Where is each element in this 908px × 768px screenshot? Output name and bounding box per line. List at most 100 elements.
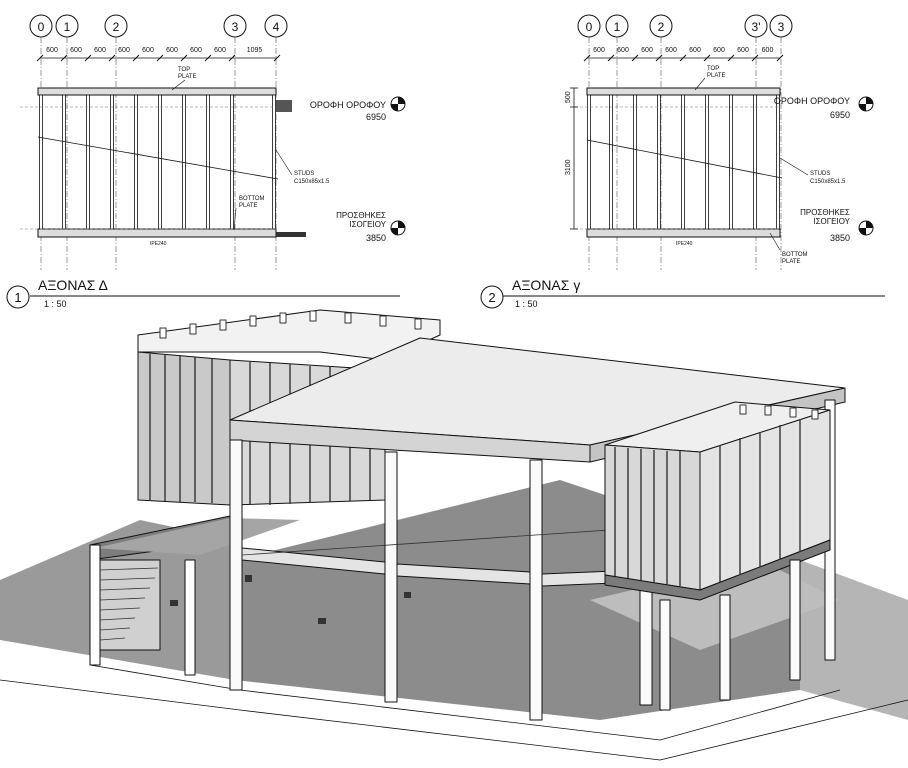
beam-label: IPE240: [150, 241, 167, 247]
stud: [158, 94, 162, 230]
bottom-plate-label: BOTTOM: [239, 196, 265, 202]
dimension-tick: [631, 54, 639, 62]
stud: [633, 94, 637, 230]
stud: [705, 94, 709, 230]
ground-level-line2: ΙΣΟΓΕΙΟΥ: [349, 220, 386, 229]
dimension-value: 600: [641, 47, 653, 54]
dimension-tick: [727, 54, 735, 62]
bottom-plate-label: BOTTOM: [782, 252, 808, 258]
stud: [657, 94, 661, 230]
ground-level-line1: ΠΡΟΣΘΗΚΕΣ: [336, 211, 386, 220]
axis-label: 3: [232, 20, 239, 34]
dimension-value: 600: [214, 47, 226, 54]
dimension-tick: [703, 54, 711, 62]
axis-label: 0: [38, 20, 45, 34]
dimension-value: 600: [665, 47, 677, 54]
stud: [753, 94, 757, 230]
dimension-value: 600: [689, 47, 701, 54]
dimension-value: 600: [713, 47, 725, 54]
dimension-tick: [156, 54, 164, 62]
stud: [609, 94, 613, 230]
axis-label: 0: [586, 20, 593, 34]
view-scale: 1 : 50: [515, 299, 538, 309]
stud: [134, 94, 138, 230]
bottom-plate-label-2: PLATE: [782, 259, 801, 265]
dimension-value: 600: [190, 47, 202, 54]
top-plate-label: TOP: [178, 67, 190, 73]
level-marker-ground: [390, 220, 406, 236]
right-room-studs: [614, 419, 801, 586]
dimension-tick: [751, 54, 759, 62]
roof-level-value: 6950: [830, 110, 850, 120]
dimension-value: 600: [118, 47, 130, 54]
axis-grid-bubbles: 0 1 2 3 4: [29, 14, 288, 270]
roof-level-name: ΟΡΟΦΗ ΟΡΟΦΟΥ: [774, 96, 850, 106]
dimension-value: 600: [94, 47, 106, 54]
axis-label: 3: [778, 20, 785, 34]
studs-label: STUDS: [810, 171, 830, 177]
dimension-value: 600: [142, 47, 154, 54]
dimension-tick: [583, 54, 591, 62]
dimension-tick: [679, 54, 687, 62]
dimension-string: 600 600 600 600 600 600 600 600: [583, 47, 784, 62]
view-title: ΑΞΟΝΑΣ Δ: [38, 277, 108, 293]
top-plate-label-2: PLATE: [178, 74, 197, 80]
dimension-value: 600: [737, 47, 749, 54]
dimension-tick: [108, 54, 116, 62]
wall-studs: [39, 94, 276, 230]
dimension-tick: [180, 54, 188, 62]
axis-label: 4: [273, 20, 280, 34]
studs-spec: C150x85x1.5: [810, 179, 846, 185]
stud: [776, 94, 780, 230]
connection-brackets: [170, 575, 411, 624]
axis-label: 3': [752, 20, 761, 34]
studs-label: STUDS: [294, 171, 314, 177]
dimension-tick: [655, 54, 663, 62]
dimension-tick: [228, 54, 236, 62]
view-scale: 1 : 50: [44, 299, 67, 309]
top-plate-label-2: PLATE: [707, 73, 726, 79]
view-number: 2: [488, 290, 495, 305]
ground-level-line1: ΠΡΟΣΘΗΚΕΣ: [800, 208, 850, 217]
dimension-tick: [607, 54, 615, 62]
dimension-value: 600: [762, 47, 774, 54]
dimension-value: 600: [46, 47, 58, 54]
bottom-plate-label-2: PLATE: [239, 203, 258, 209]
stud: [729, 94, 733, 230]
level-marker-ground: [858, 220, 874, 236]
stud: [587, 94, 591, 230]
dimension-value: 600: [593, 47, 605, 54]
dimension-value: 600: [617, 47, 629, 54]
dim-vertical-main: 3100: [565, 159, 572, 175]
dimension-tick: [273, 54, 281, 62]
dimension-tick: [84, 54, 92, 62]
stud: [206, 94, 210, 230]
axis-label: 2: [658, 20, 665, 34]
stud: [230, 94, 234, 230]
left-room-roof-joists: [159, 310, 422, 339]
stud: [110, 94, 114, 230]
stud: [272, 94, 276, 230]
dimension-value: 600: [70, 47, 82, 54]
axis-label: 1: [64, 20, 71, 34]
stair-treads: [99, 567, 159, 641]
dim-vertical-top: 500: [565, 91, 572, 103]
ground-level-value: 3850: [830, 233, 850, 243]
stud: [39, 94, 43, 230]
roof-level-name: ΟΡΟΦΗ ΟΡΟΦΟΥ: [310, 100, 386, 110]
beam-label: IPE240: [676, 241, 693, 247]
dimension-tick: [60, 54, 68, 62]
axis-label: 2: [113, 20, 120, 34]
top-plate-label: TOP: [707, 66, 719, 72]
level-marker-roof: [390, 96, 406, 112]
dimension-tick: [132, 54, 140, 62]
stud: [86, 94, 90, 230]
dimension-tick: [204, 54, 212, 62]
view-title-block: 1 ΑΞΟΝΑΣ Δ 1 : 50: [6, 277, 400, 309]
dimension-tick: [776, 54, 784, 62]
studs-spec: C150x85x1.5: [294, 179, 330, 185]
